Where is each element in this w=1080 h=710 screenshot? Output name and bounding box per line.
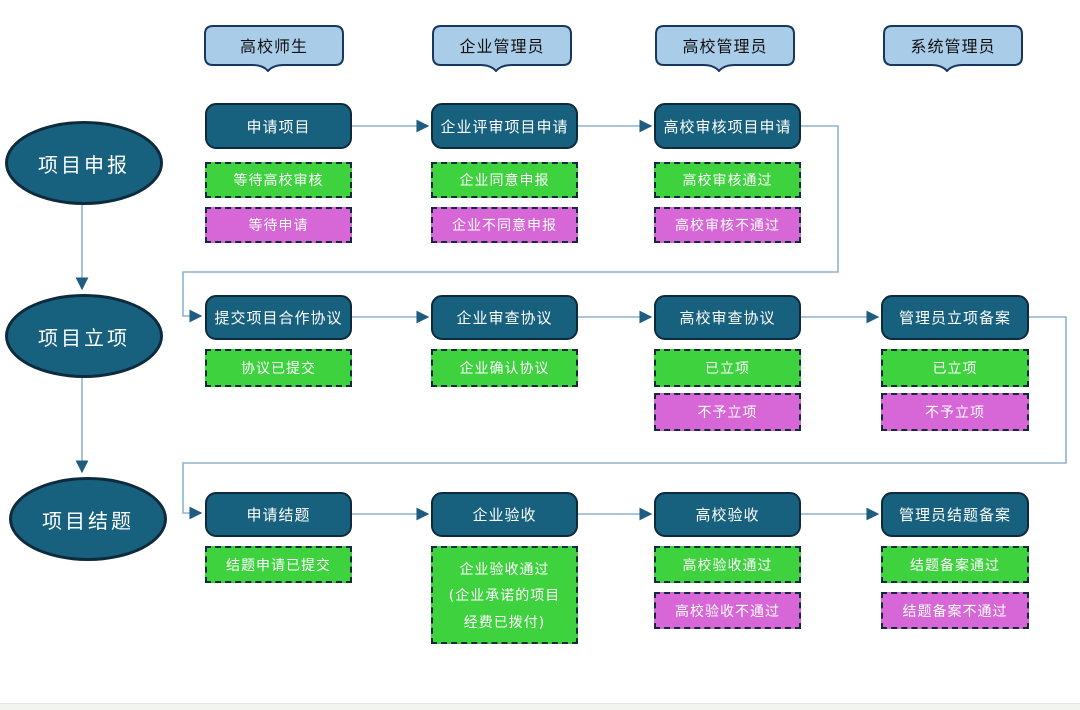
- process-label: 高校验收: [695, 506, 760, 524]
- status-r2c3-success: 已立项: [654, 349, 801, 387]
- status-r3c3-success: 高校验收通过: [654, 546, 801, 583]
- process-university-check-agreement: 高校审查协议: [654, 295, 801, 340]
- process-label: 申请结题: [246, 506, 311, 524]
- status-r1c2-fail: 企业不同意申报: [431, 207, 578, 243]
- lane-header-university-admin: 高校管理员: [655, 25, 795, 72]
- status-r1c1-success: 等待高校审核: [205, 162, 352, 198]
- status-r2c4-success: 已立项: [881, 349, 1029, 387]
- process-label: 申请项目: [246, 117, 311, 136]
- phase-ellipse-project-conclusion: 项目结题: [9, 477, 167, 561]
- status-line: 经费已拨付): [463, 614, 546, 631]
- process-apply-project: 申请项目: [205, 103, 352, 149]
- status-r1c2-success: 企业同意申报: [431, 162, 578, 198]
- phase-label: 项目立项: [38, 325, 130, 350]
- status-r2c1-success: 协议已提交: [205, 349, 352, 387]
- process-label: 企业评审项目申请: [440, 117, 569, 136]
- status-r3c4-fail: 结题备案不通过: [881, 592, 1029, 629]
- lane-header-enterprise-admin: 企业管理员: [432, 25, 572, 72]
- process-enterprise-check-agreement: 企业审查协议: [431, 295, 578, 340]
- lane-header-label: 高校管理员: [682, 37, 768, 56]
- status-r1c3-success: 高校审核通过: [654, 162, 801, 198]
- banner-shape: [883, 25, 1023, 72]
- status-r3c3-fail: 高校验收不通过: [654, 592, 801, 629]
- status-r3c4-success: 结题备案通过: [881, 546, 1029, 583]
- lane-header-label: 系统管理员: [910, 37, 996, 56]
- status-r1c1-fail: 等待申请: [205, 207, 352, 243]
- status-line: 企业验收通过: [459, 561, 550, 578]
- process-enterprise-acceptance: 企业验收: [431, 492, 578, 537]
- lane-header-label: 企业管理员: [459, 37, 545, 56]
- lane-header-label: 高校师生: [239, 37, 308, 56]
- banner-shape: [432, 25, 572, 72]
- canvas-bottom-edge: [0, 703, 1080, 710]
- process-admin-conclusion-record: 管理员结题备案: [881, 492, 1029, 537]
- process-label: 企业审查协议: [456, 309, 553, 327]
- process-submit-agreement: 提交项目合作协议: [205, 295, 352, 340]
- lane-header-university-users: 高校师生: [204, 25, 344, 72]
- process-admin-approval-record: 管理员立项备案: [881, 295, 1029, 340]
- process-label: 管理员立项备案: [898, 309, 1011, 327]
- connector-row2-to-row3: [182, 316, 1067, 520]
- status-r2c3-fail: 不予立项: [654, 393, 801, 431]
- phase-label: 项目申报: [38, 152, 130, 177]
- process-university-review-application: 高校审核项目申请: [654, 103, 801, 149]
- process-label: 管理员结题备案: [898, 506, 1011, 524]
- status-line: (企业承诺的项目: [448, 588, 561, 604]
- banner-shape: [204, 25, 344, 72]
- status-r2c2-success: 企业确认协议: [431, 349, 578, 387]
- status-r3c1-success: 结题申请已提交: [205, 546, 352, 583]
- connector-row1-to-row2: [182, 125, 839, 323]
- process-apply-conclusion: 申请结题: [205, 492, 352, 537]
- process-university-acceptance: 高校验收: [654, 492, 801, 537]
- banner-shape: [655, 25, 795, 72]
- process-label: 提交项目合作协议: [214, 309, 343, 327]
- status-r1c3-fail: 高校审核不通过: [654, 207, 801, 243]
- process-label: 企业验收: [472, 506, 537, 524]
- status-r3c2-success: 企业验收通过 (企业承诺的项目 经费已拨付): [431, 546, 578, 644]
- process-enterprise-review-application: 企业评审项目申请: [431, 103, 578, 149]
- phase-ellipse-project-approval: 项目立项: [5, 294, 163, 378]
- process-label: 高校审查协议: [679, 309, 776, 327]
- process-label: 高校审核项目申请: [663, 117, 792, 136]
- phase-label: 项目结题: [42, 508, 134, 533]
- status-r2c4-fail: 不予立项: [881, 393, 1029, 431]
- lane-header-system-admin: 系统管理员: [883, 25, 1023, 72]
- phase-ellipse-project-declaration: 项目申报: [5, 121, 163, 205]
